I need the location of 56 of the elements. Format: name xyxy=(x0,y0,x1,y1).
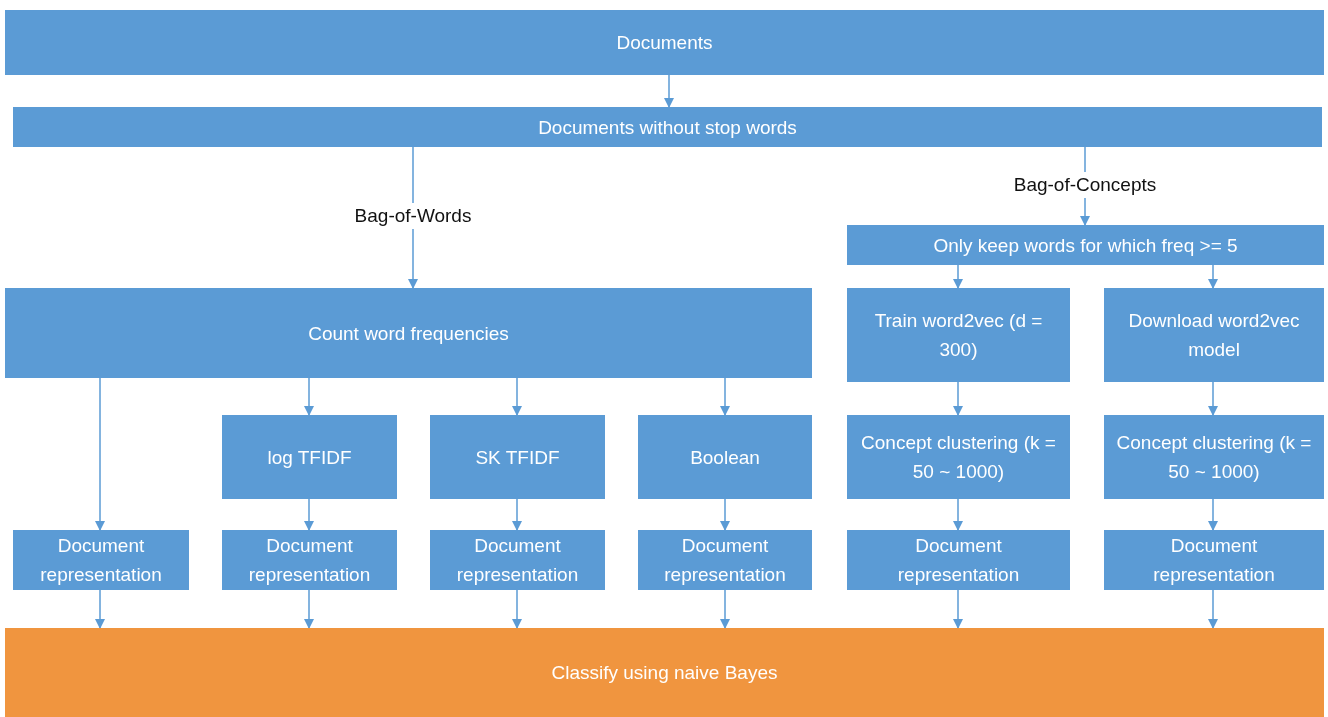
process-box xyxy=(1104,288,1324,382)
arrow xyxy=(95,589,105,629)
arrow xyxy=(1208,589,1218,629)
node-label: Document representation xyxy=(247,534,372,587)
node-label: Documents xyxy=(616,31,713,55)
arrow xyxy=(720,498,730,531)
arrow xyxy=(95,377,105,531)
process-box xyxy=(847,415,1070,499)
arrow xyxy=(512,377,522,416)
node-label: Document representation xyxy=(455,534,580,587)
node-label: Train word2vec (d = 300) xyxy=(873,309,1044,362)
process-box xyxy=(222,530,397,590)
node-label: Documents without stop words xyxy=(538,115,797,140)
node-label: Document representation xyxy=(896,534,1021,587)
process-box xyxy=(5,288,812,378)
node-label: Download word2vec model xyxy=(1127,309,1301,362)
node-label: Document representation xyxy=(663,534,787,587)
process-box xyxy=(638,415,812,499)
process-box xyxy=(13,107,1322,147)
node-label: Document representation xyxy=(39,534,163,587)
arrow xyxy=(304,589,314,629)
process-box xyxy=(847,288,1070,382)
arrow xyxy=(953,264,963,289)
process-box xyxy=(430,415,605,499)
process-box xyxy=(13,530,189,590)
node-label: Document representation xyxy=(1152,534,1276,587)
arrow xyxy=(720,377,730,416)
node-label: Only keep words for which freq >= 5 xyxy=(933,233,1238,258)
process-box xyxy=(638,530,812,590)
arrow xyxy=(664,74,674,108)
node-label: Concept clustering (k = 50 ~ 1000) xyxy=(1115,431,1313,484)
arrow xyxy=(953,498,963,531)
process-box xyxy=(222,415,397,499)
arrow xyxy=(512,498,522,531)
process-box xyxy=(1104,530,1324,590)
process-box xyxy=(5,10,1324,75)
process-box xyxy=(430,530,605,590)
arrow xyxy=(304,498,314,531)
arrow xyxy=(1208,264,1218,289)
node-label: Classify using naive Bayes xyxy=(551,661,778,685)
arrow xyxy=(304,377,314,416)
process-box xyxy=(1104,415,1324,499)
arrow xyxy=(953,381,963,416)
node-label: log TFIDF xyxy=(267,445,352,470)
process-box xyxy=(847,530,1070,590)
arrow xyxy=(720,589,730,629)
node-label: SK TFIDF xyxy=(475,445,560,470)
arrow xyxy=(953,589,963,629)
node-label: Concept clustering (k = 50 ~ 1000) xyxy=(860,431,1057,484)
node-label: Boolean xyxy=(690,445,760,470)
arrow xyxy=(512,589,522,629)
classifier-box xyxy=(5,628,1324,717)
node-label: Count word frequencies xyxy=(308,321,509,346)
process-box xyxy=(847,225,1324,265)
arrow xyxy=(1208,498,1218,531)
arrow xyxy=(1208,381,1218,416)
